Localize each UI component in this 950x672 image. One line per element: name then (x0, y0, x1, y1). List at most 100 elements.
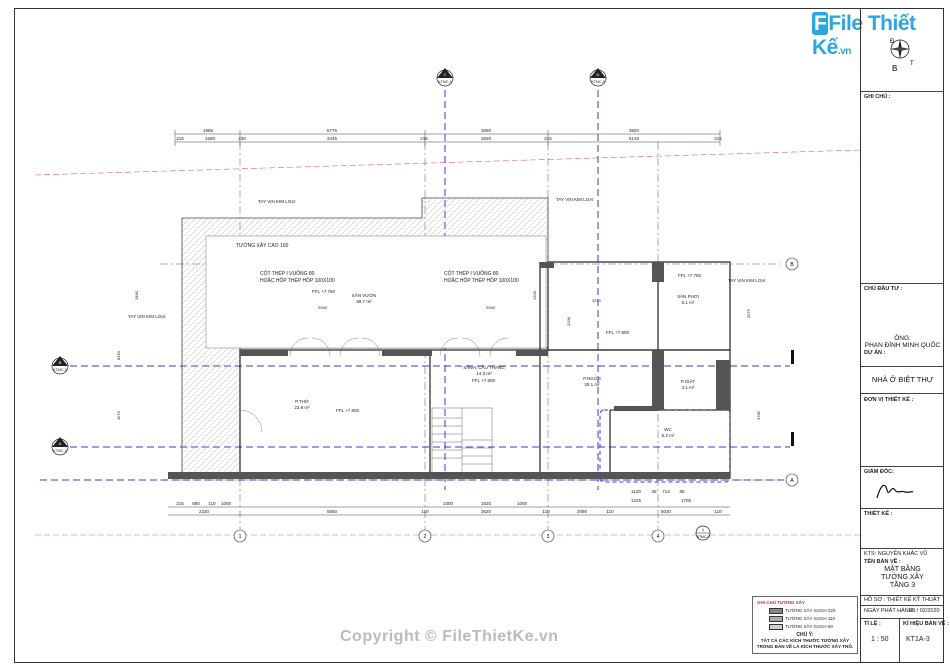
ffl-hall: FFL +7.800 (472, 378, 495, 383)
wall-legend: GHI CHÚ TƯỜNG XÂY TƯỜNG XÂY GẠCH 220 TƯỜ… (752, 596, 858, 654)
dim-2940b: 2940 (486, 305, 496, 310)
owner-name: PHAN ĐÌNH MINH QUỐC (864, 342, 941, 349)
ffl-bedroom: FFL +7.800 (606, 330, 629, 335)
top-dim2-3: 230 (238, 136, 246, 141)
svg-text:B: B (59, 360, 62, 365)
bottom-dim2-4: 3620 (481, 509, 492, 514)
svg-text:KTMC-3: KTMC-3 (591, 80, 604, 84)
legend-swatch-220 (769, 608, 783, 614)
ffl-worship: FFL +7.800 (336, 408, 359, 413)
title-divider (861, 366, 944, 367)
top-dimensions (174, 130, 721, 146)
svg-text:2: 2 (424, 534, 427, 540)
wall-fills (168, 262, 730, 479)
section-end-mark (791, 432, 794, 446)
inner-garden (205, 235, 547, 349)
bottom-dim3-5: 1225 (631, 498, 642, 503)
svg-text:1: 1 (239, 534, 242, 540)
worship-label: P.THỜ (295, 398, 309, 404)
title-divider (861, 508, 944, 509)
bottom-dim3-2: 35 (651, 489, 657, 494)
grid-row-b: B (785, 257, 799, 271)
legend-item-110: TƯỜNG XÂY GẠCH 110 (785, 616, 836, 621)
staircase (431, 407, 493, 475)
title-divider (861, 91, 944, 92)
svg-text:1: 1 (702, 527, 705, 532)
bottom-dim3-1: 1120 (631, 489, 641, 494)
sheet-label: KÍ HIỆU BẢN VẼ : (903, 621, 949, 627)
drawing-title-2: TƯỜNG XÂY (881, 574, 924, 581)
legend-note-2: TRONG BẢN VẼ LÀ KÍCH THƯỚC XÂY THÔ. (756, 644, 854, 649)
bottom-dim1-5: 1000 (443, 501, 454, 506)
rail-label-top-right: TAY VỊN KIM LOẠI (556, 197, 594, 202)
title-divider (861, 605, 944, 606)
bottom-dim2-9: 110 (714, 509, 722, 514)
boundary-dashed-line (34, 149, 860, 176)
title-block: GHI CHÚ : CHỦ ĐẦU TƯ : ÔNG: PHAN ĐÌNH MI… (860, 8, 949, 663)
top-dim2-8: 5125 (629, 136, 640, 141)
svg-text:A: A (59, 441, 62, 446)
column-note-1b: HOẶC HỘP THÉP HỘP 100X100 (260, 277, 335, 284)
svg-text:KTMC-3: KTMC-3 (53, 449, 66, 453)
bottom-dim1-2: 880 (192, 501, 200, 506)
legend-item-60: TƯỜNG XÂY GẠCH 60 (785, 624, 833, 629)
hall-area: 14.3 m² (476, 371, 492, 376)
svg-text:A: A (790, 478, 794, 484)
top-dim-2: 5775 (327, 128, 338, 133)
column-note-2a: CỘT THÉP I VUÔNG 80 (444, 270, 499, 277)
title-divider (861, 283, 944, 284)
wall-height-note: TƯỜNG XÂY CAO 100 (236, 242, 289, 249)
dim-2975: 2975 (746, 308, 751, 318)
bottom-dim3-3: 713 (662, 489, 670, 494)
scale-label: TỈ LỆ : (864, 621, 881, 627)
top-dim2-2: 1690 (205, 136, 216, 141)
drawing-title-1: MẶT BẰNG (884, 566, 921, 573)
bottom-dim2-6: 2090 (577, 509, 588, 514)
logo-suffix: .vn (837, 46, 851, 57)
title-divider (861, 595, 944, 596)
rail-label-left: TAY VỊN KIM LOẠI (128, 314, 166, 319)
director-label: GIÁM ĐỐC: (864, 469, 894, 475)
dossier: HỒ SƠ : THIẾT KẾ KỸ THUẬT (864, 597, 940, 603)
drying-label: SÂN PHƠI (677, 293, 699, 299)
title-divider (861, 466, 944, 467)
bottom-dim2-8: 5030 (661, 509, 672, 514)
bottom-dim1-6: 1620 (481, 501, 492, 506)
legend-item-220: TƯỜNG XÂY GẠCH 220 (785, 608, 836, 613)
grid-col-4: 4 (651, 529, 665, 543)
owner-prefix: ÔNG: (894, 335, 911, 342)
column-note-1a: CỘT THÉP I VUÔNG 80 (260, 270, 315, 277)
legend-title: GHI CHÚ TƯỜNG XÂY (757, 600, 805, 605)
title-divider (861, 618, 944, 619)
sheet-code: KT1A-3 (906, 636, 930, 643)
section-tag-1: 1 KTMC-3 (695, 525, 711, 541)
notes-label: GHI CHÚ : (864, 94, 891, 100)
grid-col-3: 3 (541, 529, 555, 543)
svg-text:KTMC-3: KTMC-3 (438, 80, 451, 84)
drawing-title-3: TẦNG 3 (889, 582, 916, 589)
dim-3785: 3785 (756, 410, 761, 420)
design-unit-label: ĐƠN VỊ THIẾT KẾ : (864, 397, 914, 403)
issue-date: 09 / 02/2020 (909, 608, 940, 614)
door-arcs (239, 337, 509, 433)
top-dim2-6: 3620 (481, 136, 492, 141)
issue-date-label: NGÀY PHÁT HÀNH : (864, 608, 916, 614)
title-divider-vertical (899, 618, 900, 663)
top-dim2-7: 215 (544, 136, 552, 141)
bottom-dim1-3: 110 (208, 501, 216, 506)
legend-note-1: TẤT CẢ CÁC KÍCH THƯỚC TƯỜNG XÂY (760, 638, 850, 643)
bedroom-area: 28.1 m² (584, 382, 600, 387)
designer-name: KTS: NGUYỄN KHẮC VŨ (864, 551, 928, 557)
designer-label: THIẾT KẾ : (864, 511, 893, 517)
garden-label: SÂN VƯỜN (352, 292, 376, 298)
svg-text:D: D (597, 72, 600, 77)
worship-area: 22.8 m² (294, 405, 310, 410)
bottom-dim1-1: 215 (176, 501, 184, 506)
scale-value: 1 : 50 (871, 636, 889, 643)
title-divider (861, 548, 944, 549)
drawing-name-label: TÊN BẢN VẼ : (864, 559, 901, 565)
top-dim-3: 3850 (481, 128, 492, 133)
bottom-dim2-2: 5550 (327, 509, 338, 514)
wc-label: WC (664, 427, 672, 432)
dim-2940a: 2940 (318, 305, 328, 310)
